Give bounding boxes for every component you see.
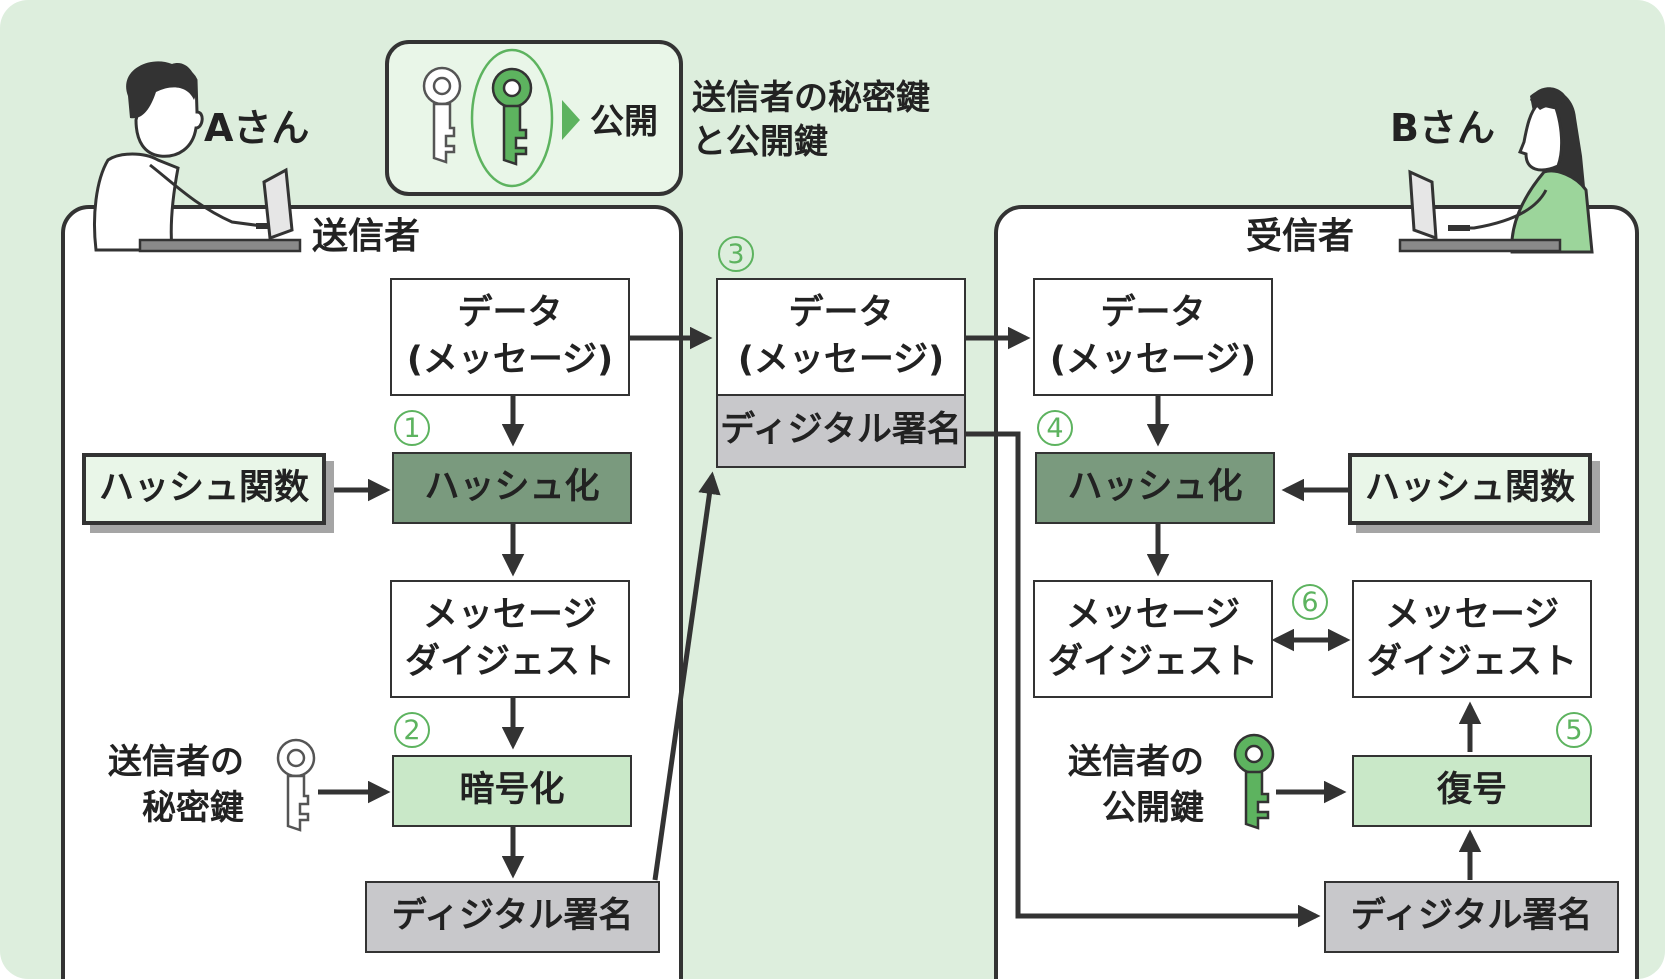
person-a-icon xyxy=(93,61,302,253)
sender-hash-label: ハッシュ化 xyxy=(424,467,600,508)
sender-hash-function-label: ハッシュ関数 xyxy=(98,468,309,509)
sender-digest-line1: メッセージ xyxy=(422,594,598,635)
receiver-hash-box: ハッシュ化 xyxy=(1035,452,1275,524)
sender-digest-line2: ダイジェスト xyxy=(404,642,615,682)
receiver-hash-label: ハッシュ化 xyxy=(1067,467,1243,508)
sender-data-line1: データ xyxy=(457,292,563,333)
transit-signature-label: ディジタル署名 xyxy=(720,410,962,451)
transit-data-box: データ (メッセージ) xyxy=(716,278,966,396)
legend-public-label: 公開 xyxy=(590,102,658,142)
receiver-key-line1: 送信者の xyxy=(1068,742,1204,782)
legend-highlight-ring xyxy=(470,48,554,188)
sender-key-line2: 秘密鍵 xyxy=(142,787,244,828)
legend-caption-line2: と公開鍵 xyxy=(692,122,828,163)
sender-hash-function-box: ハッシュ関数 xyxy=(82,453,326,525)
transit-data-line2: (メッセージ) xyxy=(737,340,945,380)
sender-secret-key-label: 送信者の 秘密鍵 xyxy=(102,740,244,832)
receiver-decrypt-box: 復号 xyxy=(1352,755,1592,827)
sender-digest-box: メッセージダイジェスト xyxy=(390,580,630,698)
receiver-digest-line1: メッセージ xyxy=(1065,594,1241,635)
receiver-title: 受信者 xyxy=(1246,216,1355,257)
legend-white-key-icon xyxy=(422,66,462,164)
step-1-marker: 1 xyxy=(394,410,430,446)
person-b-label: Bさん xyxy=(1390,106,1495,150)
receiver-digest2-line1: メッセージ xyxy=(1384,594,1560,635)
receiver-public-key-label: 送信者の 公開鍵 xyxy=(1062,740,1204,832)
receiver-key-line2: 公開鍵 xyxy=(1102,787,1204,828)
receiver-decrypt-label: 復号 xyxy=(1436,770,1507,811)
sender-key-line1: 送信者の xyxy=(108,742,244,782)
receiver-data-line2: (メッセージ) xyxy=(1049,340,1257,380)
sender-title: 送信者 xyxy=(312,216,421,257)
step-2-marker: 2 xyxy=(394,712,430,748)
receiver-digest-box: メッセージダイジェスト xyxy=(1033,580,1273,698)
step-3-marker: 3 xyxy=(718,236,754,272)
receiver-digest2-line2: ダイジェスト xyxy=(1366,642,1577,682)
receiver-signature-label: ディジタル署名 xyxy=(1350,896,1593,937)
sender-encrypt-label: 暗号化 xyxy=(459,770,565,811)
flow-arrows xyxy=(318,326,1482,928)
receiver-decrypted-digest-box: メッセージダイジェスト xyxy=(1352,580,1592,698)
receiver-digest-line2: ダイジェスト xyxy=(1047,642,1258,682)
sender-secret-key-icon xyxy=(276,738,316,832)
transit-signature-box: ディジタル署名 xyxy=(716,396,966,468)
step-6-marker: 6 xyxy=(1292,584,1328,620)
legend-box xyxy=(385,40,683,196)
person-a-label: Aさん xyxy=(204,106,310,150)
legend-arrow-icon xyxy=(562,100,580,140)
sender-data-box: データ (メッセージ) xyxy=(390,278,630,396)
receiver-public-key-icon xyxy=(1233,733,1275,830)
sender-signature-box: ディジタル署名 xyxy=(365,881,660,953)
step-5-marker: 5 xyxy=(1556,712,1592,748)
receiver-data-line1: データ xyxy=(1100,292,1206,333)
receiver-data-box: データ (メッセージ) xyxy=(1033,278,1273,396)
sender-data-line2: (メッセージ) xyxy=(406,340,614,380)
receiver-hash-function-label: ハッシュ関数 xyxy=(1364,468,1575,509)
legend-green-key-icon xyxy=(491,67,533,166)
receiver-hash-function-box: ハッシュ関数 xyxy=(1348,453,1592,525)
receiver-signature-box: ディジタル署名 xyxy=(1324,881,1619,953)
legend-caption-line1: 送信者の秘密鍵 xyxy=(692,78,930,118)
step-4-marker: 4 xyxy=(1037,410,1073,446)
sender-hash-box: ハッシュ化 xyxy=(392,452,632,524)
person-b-icon xyxy=(1398,87,1594,254)
legend-caption: 送信者の秘密鍵 と公開鍵 xyxy=(692,76,930,164)
sender-encrypt-box: 暗号化 xyxy=(392,755,632,827)
transit-data-line1: データ xyxy=(788,292,894,333)
sender-signature-label: ディジタル署名 xyxy=(391,896,634,937)
